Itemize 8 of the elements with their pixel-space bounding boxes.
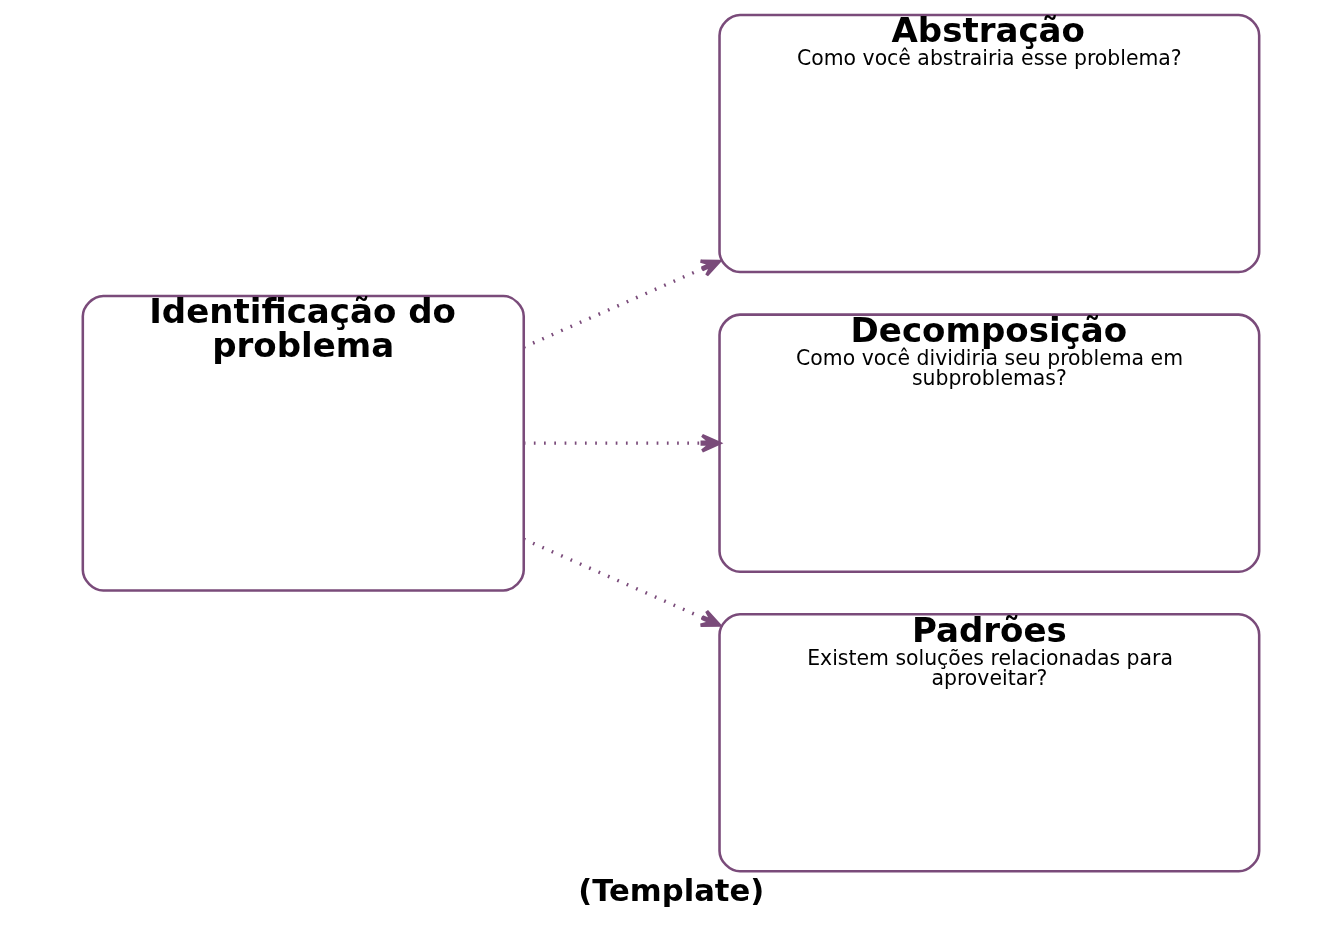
node-box: Decomposição Como você dividiria seu problema em subproblemas?	[718, 313, 1261, 573]
arrow	[523, 537, 721, 627]
node-box: Identificação do problema	[81, 294, 525, 592]
arrow	[523, 259, 721, 349]
arrow	[523, 433, 721, 453]
caption: (Template)	[578, 872, 765, 908]
node-box: Padrões Existem soluções relacionadas para aproveitar?	[718, 613, 1261, 873]
node-box: Abstração Como você abstrairia esse problema?	[718, 13, 1261, 274]
